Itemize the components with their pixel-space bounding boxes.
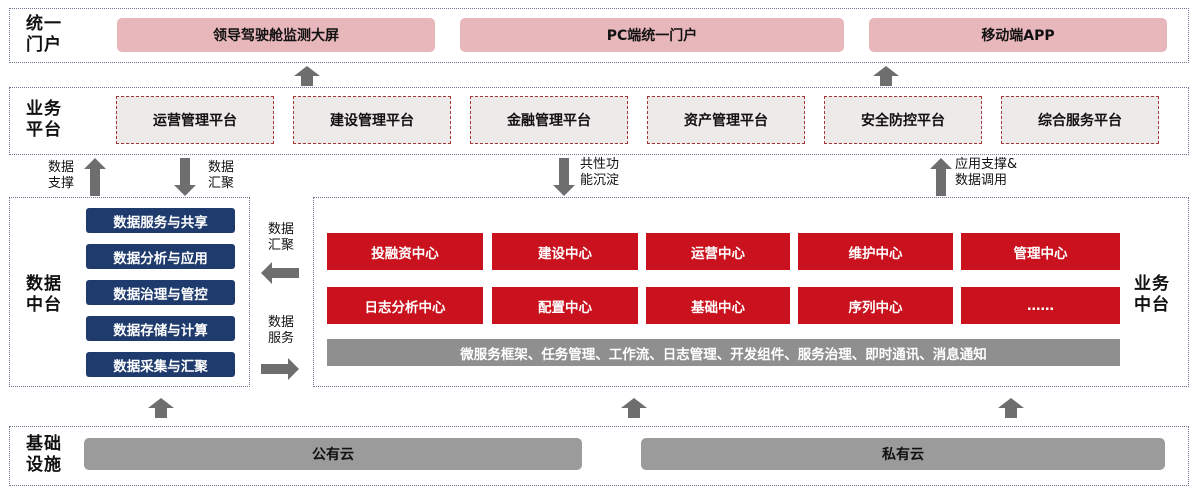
center-maintenance[interactable]: 维护中心 [798,233,953,270]
data-support-note: 数据 支撑 [47,160,74,191]
platform-service[interactable]: 综合服务平台 [1001,96,1159,144]
app-support-note: 应用支撑& 数据调用 [955,157,1018,188]
center-config[interactable]: 配置中心 [492,287,638,324]
data-service-note: 数据 服务 [267,315,294,346]
platform-finance[interactable]: 金融管理平台 [470,96,628,144]
business-platform-label: 业务 平台 [26,99,62,140]
data-middle-layer [9,197,250,387]
center-operation[interactable]: 运营中心 [646,233,790,270]
portal-item-pc[interactable]: PC端统一门户 [460,18,844,52]
right-arrow-icon [261,358,299,380]
platform-asset[interactable]: 资产管理平台 [647,96,805,144]
business-middle-layer [313,197,1189,387]
down-arrow-icon [174,158,196,196]
data-block-governance[interactable]: 数据治理与管控 [86,280,235,305]
data-middle-label: 数据 中台 [26,274,62,315]
up-arrow-icon [998,398,1024,418]
center-investment[interactable]: 投融资中心 [327,233,483,270]
center-more[interactable]: …… [961,287,1120,324]
data-block-service[interactable]: 数据服务与共享 [86,208,235,233]
portal-item-mobile[interactable]: 移动端APP [869,18,1167,52]
data-block-collection[interactable]: 数据采集与汇聚 [86,352,235,377]
data-block-storage[interactable]: 数据存储与计算 [86,316,235,341]
up-arrow-icon [84,158,106,196]
platform-construction[interactable]: 建设管理平台 [293,96,451,144]
up-arrow-icon [873,66,899,86]
center-base[interactable]: 基础中心 [646,287,790,324]
data-block-analysis[interactable]: 数据分析与应用 [86,244,235,269]
up-arrow-icon [930,158,952,196]
portal-layer-label: 统一 门户 [26,14,62,55]
center-construction[interactable]: 建设中心 [492,233,638,270]
infrastructure-layer [9,426,1189,486]
platform-operation[interactable]: 运营管理平台 [116,96,274,144]
business-platform-layer [9,87,1189,155]
business-middle-label: 业务 中台 [1134,274,1170,315]
center-management[interactable]: 管理中心 [961,233,1120,270]
up-arrow-icon [148,398,174,418]
up-arrow-icon [294,66,320,86]
left-arrow-icon [261,262,299,284]
down-arrow-icon [553,158,575,196]
data-gather-mid-note: 数据 汇聚 [267,222,294,253]
up-arrow-icon [621,398,647,418]
infra-public-cloud[interactable]: 公有云 [84,438,582,470]
center-sequence[interactable]: 序列中心 [798,287,953,324]
framework-bar: 微服务框架、任务管理、工作流、日志管理、开发组件、服务治理、即时通讯、消息通知 [327,339,1120,366]
center-log-analysis[interactable]: 日志分析中心 [327,287,483,324]
infrastructure-label: 基础 设施 [26,434,62,475]
common-function-note: 共性功 能沉淀 [580,157,620,188]
data-gather-note: 数据 汇聚 [207,160,234,191]
platform-security[interactable]: 安全防控平台 [824,96,982,144]
portal-layer [9,8,1189,63]
infra-private-cloud[interactable]: 私有云 [641,438,1165,470]
portal-item-dashboard[interactable]: 领导驾驶舱监测大屏 [117,18,435,52]
